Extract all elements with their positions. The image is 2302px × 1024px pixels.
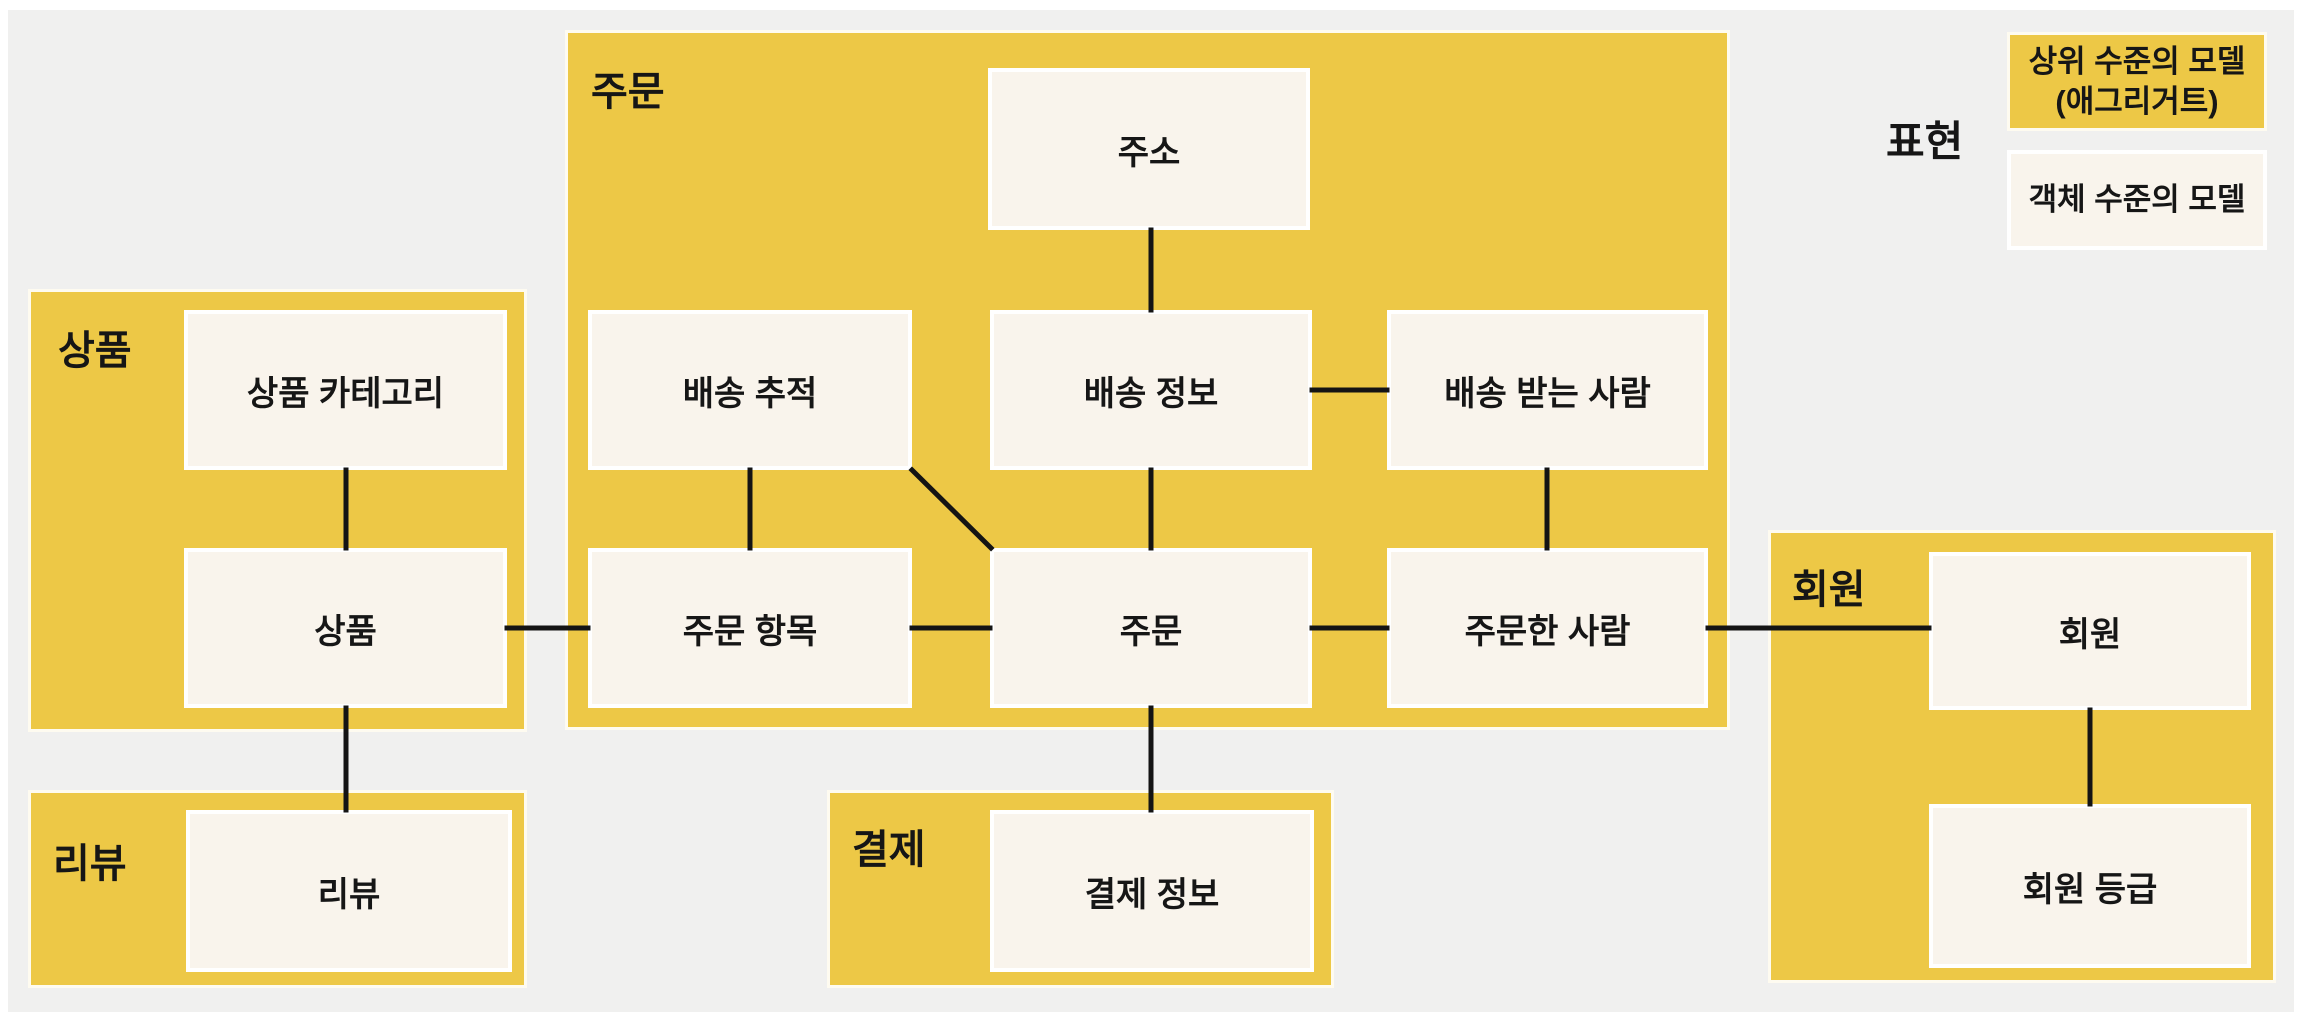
- entity-product-category-label: 상품 카테고리: [246, 374, 445, 413]
- entity-address: 주소: [988, 68, 1310, 230]
- entity-delivery-tracking: 배송 추적: [588, 310, 912, 470]
- entity-review: 리뷰: [186, 810, 512, 972]
- entity-orderer: 주문한 사람: [1387, 548, 1708, 708]
- entity-payment-info-label: 결제 정보: [1084, 875, 1220, 914]
- entity-payment-info: 결제 정보: [990, 810, 1314, 972]
- entity-delivery-recipient: 배송 받는 사람: [1387, 310, 1708, 470]
- entity-address-label: 주소: [1117, 133, 1181, 172]
- entity-member-grade-label: 회원 등급: [2022, 870, 2158, 909]
- entity-delivery-info-label: 배송 정보: [1083, 374, 1219, 413]
- aggregate-member-label: 회원: [1792, 568, 1866, 612]
- entity-orderer-label: 주문한 사람: [1464, 612, 1631, 651]
- entity-delivery-tracking-label: 배송 추적: [682, 374, 818, 413]
- entity-order-label: 주문: [1119, 612, 1183, 651]
- aggregate-payment-label: 결제: [852, 828, 926, 872]
- entity-member-grade: 회원 등급: [1929, 804, 2251, 968]
- aggregate-review-label: 리뷰: [53, 842, 127, 886]
- entity-delivery-info: 배송 정보: [990, 310, 1312, 470]
- legend-aggregate-model-line2: (애그리거트): [2055, 83, 2219, 119]
- entity-member-label: 회원: [2058, 615, 2122, 654]
- entity-product-category: 상품 카테고리: [184, 310, 507, 470]
- legend-entity-model: 객체 수준의 모델: [2007, 150, 2267, 250]
- entity-product-label: 상품: [314, 612, 377, 651]
- legend-title: 표현: [1886, 118, 1964, 165]
- aggregate-order-label: 주문: [591, 70, 665, 114]
- entity-order-item-label: 주문 항목: [682, 612, 818, 651]
- legend-aggregate-model: 상위 수준의 모델 (애그리거트): [2007, 32, 2267, 131]
- entity-member: 회원: [1929, 552, 2251, 710]
- legend-entity-model-label: 객체 수준의 모델: [2028, 182, 2246, 218]
- entity-order: 주문: [990, 548, 1312, 708]
- entity-order-item: 주문 항목: [588, 548, 912, 708]
- aggregate-product-label: 상품: [58, 329, 132, 373]
- entity-review-label: 리뷰: [317, 875, 381, 914]
- entity-product: 상품: [184, 548, 507, 708]
- legend-aggregate-model-line1: 상위 수준의 모델: [2028, 43, 2246, 79]
- entity-delivery-recipient-label: 배송 받는 사람: [1444, 374, 1651, 413]
